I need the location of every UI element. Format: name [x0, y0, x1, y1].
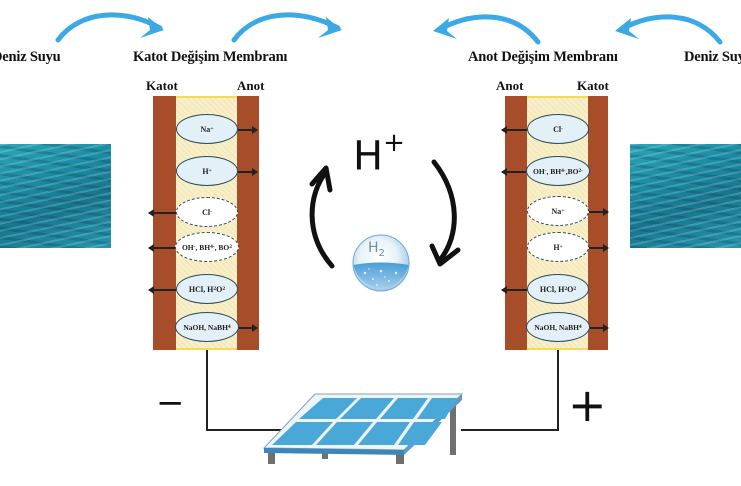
arrow-left-icon: [148, 244, 175, 252]
arrow-right-icon: [589, 244, 609, 252]
solar-cell: [316, 422, 373, 445]
solar-cell: [299, 398, 357, 419]
ion-h-plus: H+: [527, 232, 589, 262]
proton-label: H+: [353, 128, 405, 180]
arrow-left-icon: [501, 168, 526, 176]
right-seawater-title: Deniz Suyu: [684, 49, 741, 65]
ion-cl-minus: Cl-: [527, 114, 589, 144]
hydrogen-molecule-label: H2: [368, 240, 385, 259]
arrow-left-icon: [501, 126, 527, 134]
flow-arrow-4: [617, 14, 723, 45]
cycle-arrow-up: [309, 169, 335, 269]
arrow-right-icon: [238, 126, 258, 134]
right-cell-anode-electrode: [505, 96, 527, 350]
flow-arrowhead-3: [433, 18, 457, 39]
arrow-left-icon: [501, 286, 527, 294]
flow-arrowhead-1: [140, 17, 164, 38]
cycle-arrows: [309, 159, 461, 269]
arrow-right-icon: [238, 168, 258, 176]
solar-panel-icon: [262, 393, 464, 464]
solar-cell: [417, 398, 457, 419]
negative-wire-vertical: [206, 350, 208, 430]
panel-leg: [322, 450, 328, 459]
arrow-left-icon: [148, 209, 176, 217]
left-seawater-title: Deniz Suyu: [0, 49, 61, 65]
left-cell-cathode-label: Katot: [146, 78, 178, 93]
ion-na-plus: Na+: [176, 114, 238, 144]
solar-cell: [340, 398, 394, 419]
right-cell-cathode-label: Katot: [577, 78, 609, 93]
right-seawater-image: [630, 144, 741, 248]
left-cell-anode-electrode: [237, 96, 259, 350]
solar-cell: [272, 422, 333, 445]
solar-cell: [358, 422, 410, 445]
ion-h-plus: H+: [176, 156, 238, 186]
right-cell-anode-label: Anot: [496, 78, 524, 93]
arrow-right-icon: [590, 324, 609, 332]
arrow-right-icon: [589, 208, 609, 216]
ion-na-plus: Na+: [527, 196, 589, 226]
panel-leg: [396, 450, 404, 464]
positive-wire-horizontal: [461, 429, 559, 431]
right-cell-cathode-electrode: [588, 96, 608, 350]
negative-terminal-sign: −: [156, 383, 185, 423]
flow-arrow-1: [55, 12, 163, 43]
flow-arrowhead-2: [318, 17, 342, 38]
panel-edge: [264, 448, 404, 455]
arrow-left-icon: [148, 286, 176, 294]
negative-wire-horizontal: [206, 429, 288, 431]
positive-wire-vertical: [557, 350, 559, 430]
cycle-arrowhead-up: [309, 165, 333, 193]
cathode-membrane-title: Katot Değişim Membranı: [133, 49, 288, 65]
left-cell-anode-label: Anot: [237, 78, 265, 93]
solar-cell: [380, 398, 428, 419]
solar-cell: [398, 422, 442, 445]
ion-cl-minus: Cl-: [176, 197, 238, 227]
left-cell-cathode-electrode: [153, 96, 176, 350]
flow-arrows: [55, 12, 723, 45]
panel-leg: [450, 405, 456, 455]
flow-arrowhead-4: [615, 18, 639, 39]
hydrogen-molecule-sphere: [352, 234, 410, 292]
flow-arrow-2: [231, 12, 341, 43]
cycle-arrowhead-down: [429, 243, 461, 267]
left-seawater-image: [0, 144, 111, 248]
panel-leg: [268, 450, 275, 464]
anode-membrane-title: Anot Değişim Membranı: [468, 49, 618, 65]
positive-terminal-sign: +: [568, 378, 607, 432]
flow-arrow-3: [435, 14, 541, 45]
cycle-arrow-down: [431, 159, 457, 263]
arrow-right-icon: [239, 324, 258, 332]
